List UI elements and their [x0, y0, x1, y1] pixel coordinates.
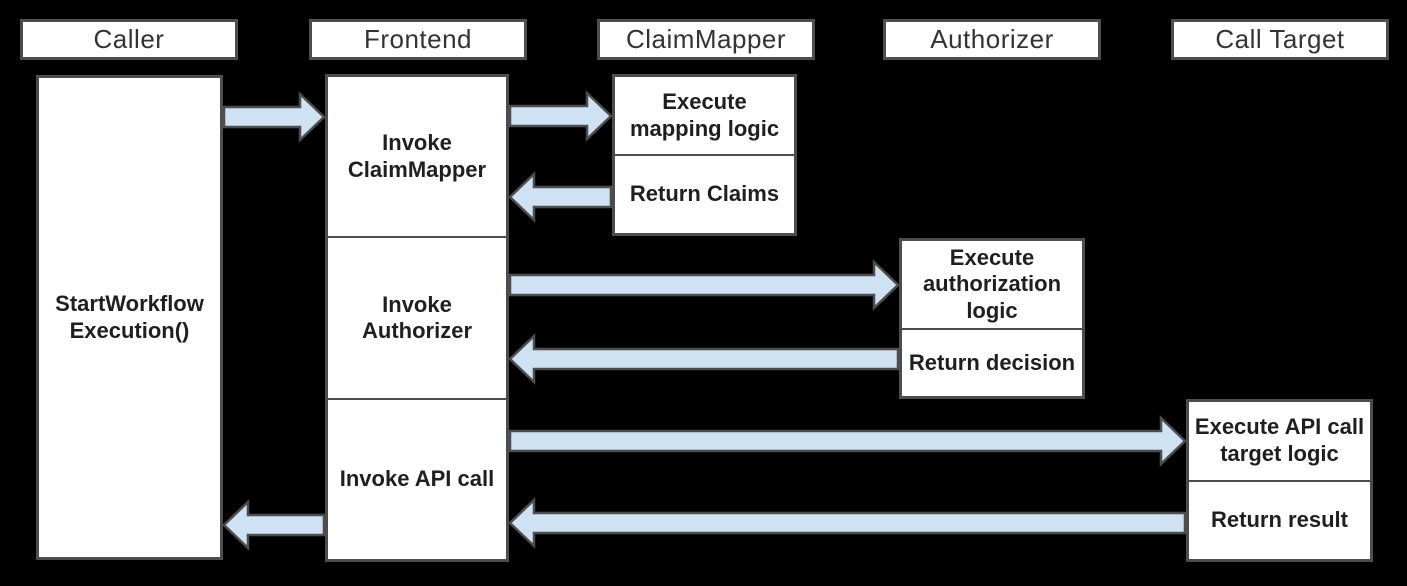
- lane-header-authorizer: Authorizer: [883, 19, 1101, 60]
- activation-frontend: Invoke ClaimMapper Invoke Authorizer Inv…: [325, 74, 509, 562]
- step-return-claims-label: Return Claims: [629, 181, 780, 207]
- arrow-calltarget-to-frontend: [508, 497, 1187, 549]
- step-return-decision-label: Return decision: [908, 349, 1076, 375]
- arrow-caller-to-frontend: [222, 91, 326, 143]
- arrow-frontend-to-authorizer: [508, 259, 900, 311]
- activation-authorizer: Execute authorization logic Return decis…: [899, 238, 1085, 399]
- step-execute-api-call-target-logic: Execute API call target logic: [1189, 402, 1370, 480]
- step-return-claims: Return Claims: [615, 154, 794, 233]
- step-execute-api-call-target-logic-label: Execute API call target logic: [1194, 414, 1365, 466]
- arrow-frontend-to-claimmapper: [508, 90, 613, 142]
- activation-calltarget: Execute API call target logic Return res…: [1186, 399, 1373, 562]
- step-invoke-api-call-label: Invoke API call: [339, 466, 495, 492]
- lane-header-caller: Caller: [20, 19, 238, 60]
- lane-header-caller-label: Caller: [93, 24, 165, 54]
- lane-header-calltarget-label: Call Target: [1215, 24, 1345, 54]
- step-start-workflow-execution-label: StartWorkflow Execution(): [55, 291, 204, 343]
- step-return-decision: Return decision: [902, 328, 1082, 396]
- step-invoke-api-call: Invoke API call: [328, 397, 506, 559]
- step-return-result: Return result: [1189, 479, 1370, 560]
- arrow-claimmapper-to-frontend: [508, 171, 613, 223]
- step-return-result-label: Return result: [1211, 507, 1348, 533]
- lane-header-authorizer-label: Authorizer: [930, 24, 1054, 54]
- arrow-authorizer-to-frontend: [508, 333, 900, 385]
- lane-header-frontend-label: Frontend: [363, 24, 473, 54]
- step-invoke-authorizer: Invoke Authorizer: [328, 236, 506, 397]
- arrow-frontend-to-caller: [222, 499, 326, 551]
- step-execute-authorization-logic: Execute authorization logic: [902, 241, 1082, 328]
- step-execute-authorization-logic-label: Execute authorization logic: [922, 245, 1062, 323]
- step-invoke-claim-mapper: Invoke ClaimMapper: [328, 77, 506, 236]
- step-start-workflow-execution: StartWorkflow Execution(): [39, 78, 220, 557]
- step-execute-mapping-logic: Execute mapping logic: [615, 77, 794, 154]
- activation-claimmapper: Execute mapping logic Return Claims: [612, 74, 797, 236]
- lane-header-frontend: Frontend: [309, 19, 527, 60]
- step-invoke-authorizer-label: Invoke Authorizer: [362, 291, 472, 343]
- step-invoke-claim-mapper-label: Invoke ClaimMapper: [347, 130, 487, 182]
- arrow-frontend-to-calltarget: [508, 415, 1187, 467]
- lane-header-claimmapper: ClaimMapper: [597, 19, 815, 60]
- lane-header-claimmapper-label: ClaimMapper: [625, 24, 787, 54]
- lane-header-calltarget: Call Target: [1171, 19, 1389, 60]
- activation-caller: StartWorkflow Execution(): [36, 75, 223, 560]
- step-execute-mapping-logic-label: Execute mapping logic: [629, 89, 780, 141]
